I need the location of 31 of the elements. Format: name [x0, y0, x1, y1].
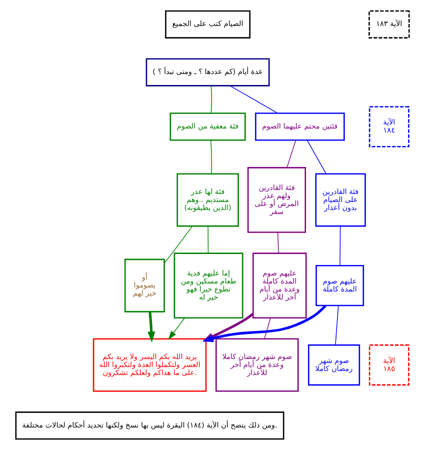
node-box: عدة أيام (كم عددها ؟ ـ ومتى تبدأ ؟ ) — [145, 58, 270, 86]
node-box: الآية ١٨٤ — [368, 106, 409, 148]
node-box: صوم شهر رمضان كاملا وعدة من أيام أخر للأعذار — [214, 338, 298, 392]
node-box: صوم شهر رمضان كاملا — [307, 344, 360, 386]
connector — [339, 226, 340, 266]
node-box: فئتين محتم عليهما الصوم — [254, 112, 344, 141]
node-box: عليهم صوم المدة كاملة وعدة من أيام أخر للأعذار — [252, 252, 306, 319]
node-box: الآية ١٨٣ — [368, 10, 410, 38]
connector — [210, 140, 212, 174]
node-box: إما عليهم فدية طعام مسكين ومن تطوع خيرا فهو خير له — [173, 252, 243, 319]
node-box: فئة لها عذر مستديم ..وهم (الذين يطيقونه) — [176, 173, 238, 227]
connector — [229, 85, 278, 114]
connector — [276, 232, 278, 254]
connector — [286, 140, 296, 168]
connector — [210, 85, 212, 114]
node-box: ومن ذلك يتضح أن الآية (١٨٤) البقرة ليس بها نسخ ولكنها تحديد أحكام لحالات مختلفة. — [14, 412, 284, 440]
connector — [334, 305, 338, 346]
node-box: فئة القادرين ولهم عذر المرض أو على سفر — [246, 167, 306, 233]
connector — [306, 140, 326, 174]
connector — [207, 226, 208, 254]
node-box: الآية ١٨٥ — [368, 344, 409, 386]
connector — [264, 318, 270, 340]
node-box: يريد الله بكم اليسر ولا يريد بكم العسر ولتكملوا العدة ولتكبروا الله على ما هداكم ولعلكم تشكرون. — [92, 338, 206, 392]
node-box: فئة القادرين على الصيام بدون أعذار — [314, 173, 366, 227]
arrow — [168, 318, 184, 340]
node-box: فئة معفية من الصوم — [169, 112, 246, 141]
arrow — [147, 312, 155, 343]
node-box: أو يصوموا خير لهم — [124, 258, 164, 312]
node-box: الصيام كتب على الجميع — [164, 10, 250, 38]
connector — [163, 226, 192, 264]
node-box: عليهم صوم المدة كاملة — [315, 264, 364, 306]
